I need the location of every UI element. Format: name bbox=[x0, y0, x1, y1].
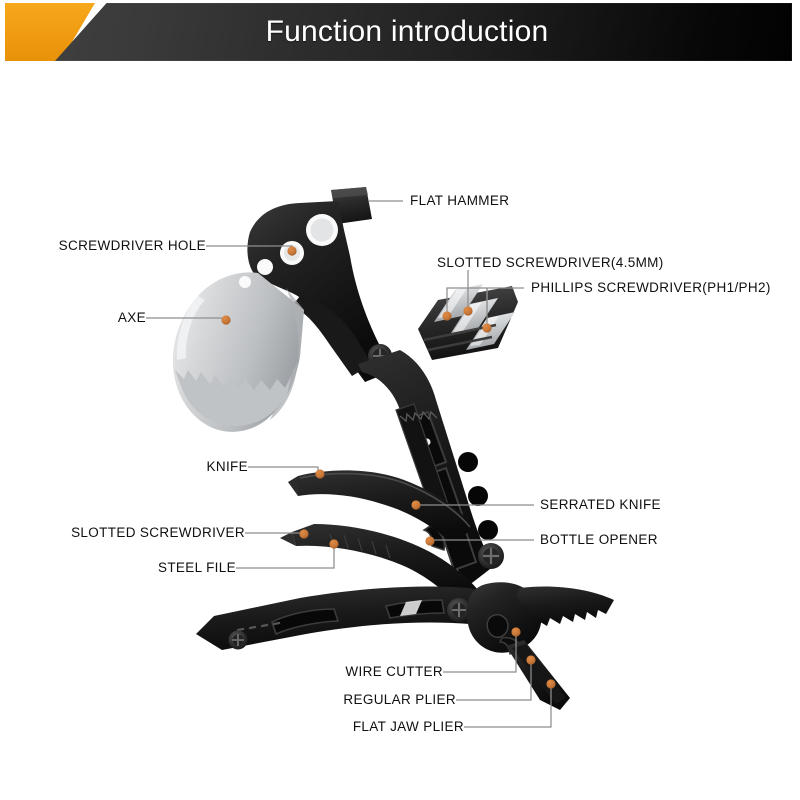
page-title: Function introduction bbox=[265, 15, 549, 48]
file-bar-tip bbox=[280, 532, 296, 546]
axe-serrated-edge bbox=[175, 370, 291, 427]
dot-flat-jaw-plier bbox=[546, 679, 556, 689]
knife-blade-tip bbox=[288, 476, 298, 496]
page-header: Function introduction bbox=[0, 0, 800, 64]
callout-screwdriver-hole: SCREWDRIVER HOLE bbox=[58, 238, 206, 253]
plier-jaw-oval-hole bbox=[486, 614, 509, 638]
handle-hole-2 bbox=[468, 486, 488, 506]
knife-blade-shape bbox=[298, 470, 474, 544]
callout-flat-hammer: FLAT HAMMER bbox=[410, 193, 510, 208]
plier-upper-jaw-serrated bbox=[516, 586, 614, 626]
callout-phillips-screwdriver: PHILLIPS SCREWDRIVER(PH1/PH2) bbox=[531, 280, 771, 295]
anchor-dots bbox=[221, 246, 556, 689]
axe-hammer-head bbox=[172, 187, 392, 432]
lower-handle-arm bbox=[196, 586, 504, 650]
callout-slotted-screwdriver: SLOTTED SCREWDRIVER bbox=[71, 525, 245, 540]
callout-regular-plier: REGULAR PLIER bbox=[343, 692, 456, 707]
head-hole-small bbox=[239, 276, 251, 288]
dot-serrated-knife bbox=[411, 500, 421, 510]
head-hole-medium bbox=[257, 259, 273, 275]
leader-regular-plier bbox=[456, 662, 532, 701]
lower-handle-screw-main bbox=[447, 598, 471, 622]
head-hole-large-inner bbox=[310, 218, 334, 242]
dot-axe bbox=[221, 315, 231, 325]
callout-slotted-screwdriver-45: SLOTTED SCREWDRIVER(4.5MM) bbox=[437, 255, 664, 270]
multitool-illustration bbox=[146, 187, 614, 728]
bit-slotted-45 bbox=[449, 298, 498, 336]
flat-hammer-face-edge bbox=[331, 187, 368, 198]
leader-steel-file bbox=[236, 546, 335, 569]
header-banner bbox=[55, 3, 792, 61]
callout-flat-jaw-plier: FLAT JAW PLIER bbox=[352, 719, 464, 734]
dot-regular-plier bbox=[526, 655, 536, 665]
callout-wire-cutter: WIRE CUTTER bbox=[345, 664, 443, 679]
callout-serrated-knife: SERRATED KNIFE bbox=[540, 497, 661, 512]
dot-slotted-45 bbox=[463, 306, 473, 316]
leader-flat-jaw-plier bbox=[464, 686, 552, 728]
callout-steel-file: STEEL FILE bbox=[157, 560, 236, 575]
lower-handle-grip-ridges bbox=[236, 621, 281, 632]
axe-edge-highlight bbox=[176, 296, 205, 360]
handle-pivot-screw bbox=[478, 543, 504, 569]
lower-handle-screw-tip bbox=[228, 630, 248, 650]
dot-screwdriver-hole bbox=[287, 246, 297, 256]
knife-blade bbox=[288, 470, 474, 544]
dot-phillips-1 bbox=[442, 311, 452, 321]
callout-bottle-opener: BOTTLE OPENER bbox=[540, 532, 658, 547]
dot-wire-cutter bbox=[511, 627, 521, 637]
dot-knife bbox=[315, 469, 325, 479]
leader-wire-cutter bbox=[443, 634, 517, 673]
plier-lower-jaw-edge bbox=[512, 644, 566, 704]
handle-hole-1 bbox=[458, 452, 478, 472]
leader-knife bbox=[248, 466, 319, 474]
plier-head bbox=[466, 582, 614, 710]
diagram-stage: SCREWDRIVER HOLE AXE FLAT HAMMER SLOTTED… bbox=[0, 64, 800, 800]
dot-steel-file bbox=[329, 539, 339, 549]
knife-blade-spine bbox=[299, 472, 471, 528]
lower-handle-slot-3 bbox=[400, 600, 422, 616]
dot-bottle-opener bbox=[425, 536, 435, 546]
dot-slotted-screwdriver bbox=[299, 529, 309, 539]
lower-handle-slot-1 bbox=[271, 608, 340, 636]
serrated-knife-teeth bbox=[399, 410, 438, 423]
head-to-handle-transition bbox=[292, 296, 372, 376]
dot-phillips-2 bbox=[482, 323, 492, 333]
callout-knife: KNIFE bbox=[206, 459, 248, 474]
handle-hole-3 bbox=[478, 520, 498, 540]
callout-axe: AXE bbox=[117, 310, 146, 325]
